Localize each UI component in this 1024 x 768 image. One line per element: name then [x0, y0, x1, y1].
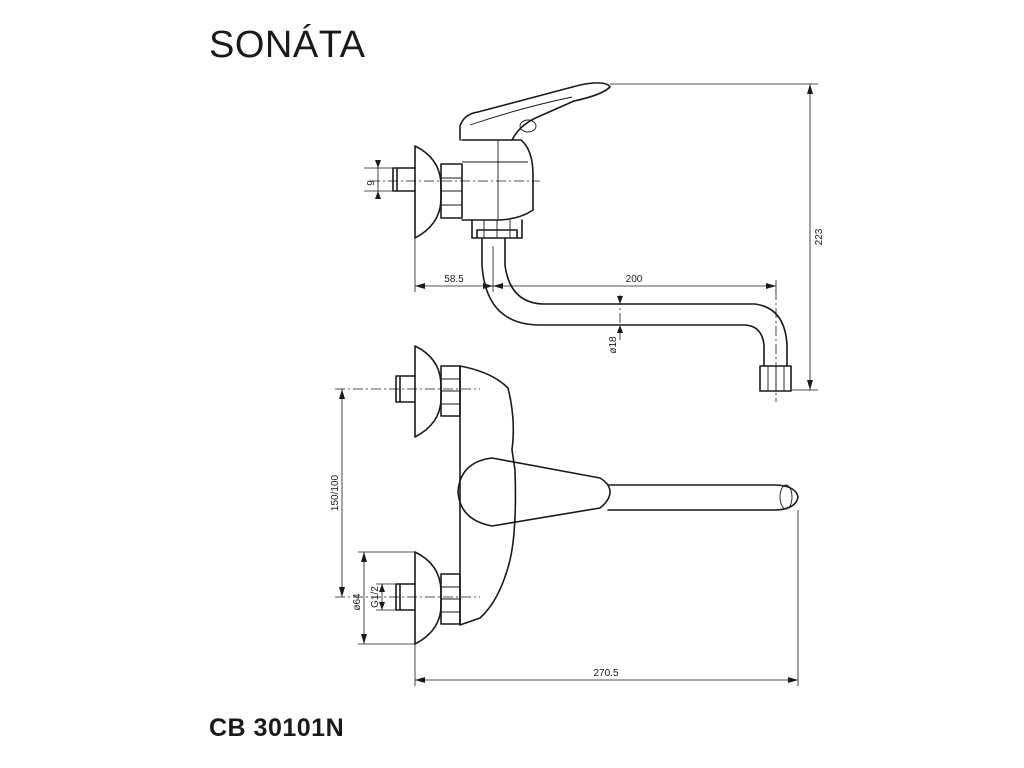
front-spout — [607, 484, 799, 511]
dim-spout-diameter: ø18 — [608, 336, 619, 354]
dim-thread-g: G1/2 — [370, 586, 381, 608]
dim-rosette-diameter: ø64 — [352, 593, 363, 611]
dim-total-width: 270.5 — [593, 668, 618, 679]
drawing-title: SONÁTA — [209, 24, 366, 66]
side-view — [370, 82, 792, 402]
side-mixer-body — [461, 139, 534, 221]
product-code: CB 30101N — [209, 714, 345, 742]
dim-inlet-spacing: 150/100 — [330, 474, 341, 511]
front-mixer-body — [459, 365, 517, 626]
front-dimensions: 150/100 ø64 G1/2 270.5 — [330, 389, 799, 686]
front-lever — [457, 457, 611, 527]
dim-total-height: 223 — [814, 228, 825, 245]
dim-depth-left: 58.5 — [444, 274, 464, 285]
front-view — [335, 345, 799, 645]
side-rosette — [414, 145, 442, 239]
side-inlet-stub — [392, 167, 416, 192]
front-bottom-rosette — [414, 551, 442, 645]
front-top-rosette — [414, 345, 442, 438]
side-aerator — [759, 365, 792, 392]
side-spout — [481, 237, 765, 367]
side-lever — [459, 82, 611, 141]
side-dimensions: 223 9 58.5 200 ø18 — [364, 83, 825, 391]
dim-thread-9: 9 — [366, 180, 377, 186]
dim-spout-reach: 200 — [626, 274, 643, 285]
